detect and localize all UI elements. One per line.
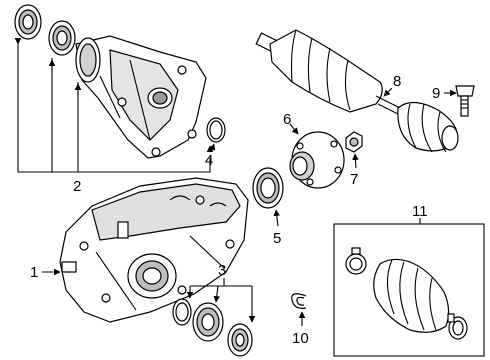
callout-6: 6 bbox=[283, 111, 291, 128]
callout-3: 3 bbox=[218, 262, 226, 279]
callout-7: 7 bbox=[350, 171, 358, 188]
boot-clamp-large[interactable] bbox=[447, 313, 468, 340]
callout-1: 1 bbox=[30, 264, 38, 281]
drive-flange[interactable] bbox=[289, 131, 345, 189]
boot-kit-frame bbox=[333, 223, 485, 357]
callout-2-leader bbox=[14, 38, 214, 173]
seal-ring-small[interactable] bbox=[172, 298, 192, 326]
seal-outer-left[interactable] bbox=[14, 4, 42, 40]
flange-nut[interactable] bbox=[345, 131, 363, 153]
callout-8: 8 bbox=[393, 73, 401, 90]
callout-5: 5 bbox=[273, 230, 281, 247]
callout-10: 10 bbox=[292, 330, 309, 347]
callout-3-leader bbox=[186, 278, 256, 323]
cv-boot[interactable] bbox=[373, 258, 450, 333]
retaining-clip[interactable] bbox=[291, 293, 307, 309]
hub-seal[interactable] bbox=[252, 167, 284, 209]
callout-2: 2 bbox=[73, 178, 81, 195]
seal-ring-large[interactable] bbox=[227, 323, 253, 357]
differential-housing-upper[interactable] bbox=[75, 35, 207, 159]
seal-inner-left[interactable] bbox=[48, 20, 76, 56]
axle-shaft[interactable] bbox=[255, 29, 459, 153]
seal-ring-medium[interactable] bbox=[192, 302, 224, 342]
callout-11: 11 bbox=[412, 203, 428, 220]
differential-assembly[interactable] bbox=[59, 177, 249, 323]
o-ring[interactable] bbox=[206, 117, 226, 143]
bolt[interactable] bbox=[455, 85, 475, 117]
boot-clamp-small[interactable] bbox=[345, 247, 367, 275]
callout-4: 4 bbox=[205, 152, 213, 169]
callout-9: 9 bbox=[432, 85, 440, 102]
